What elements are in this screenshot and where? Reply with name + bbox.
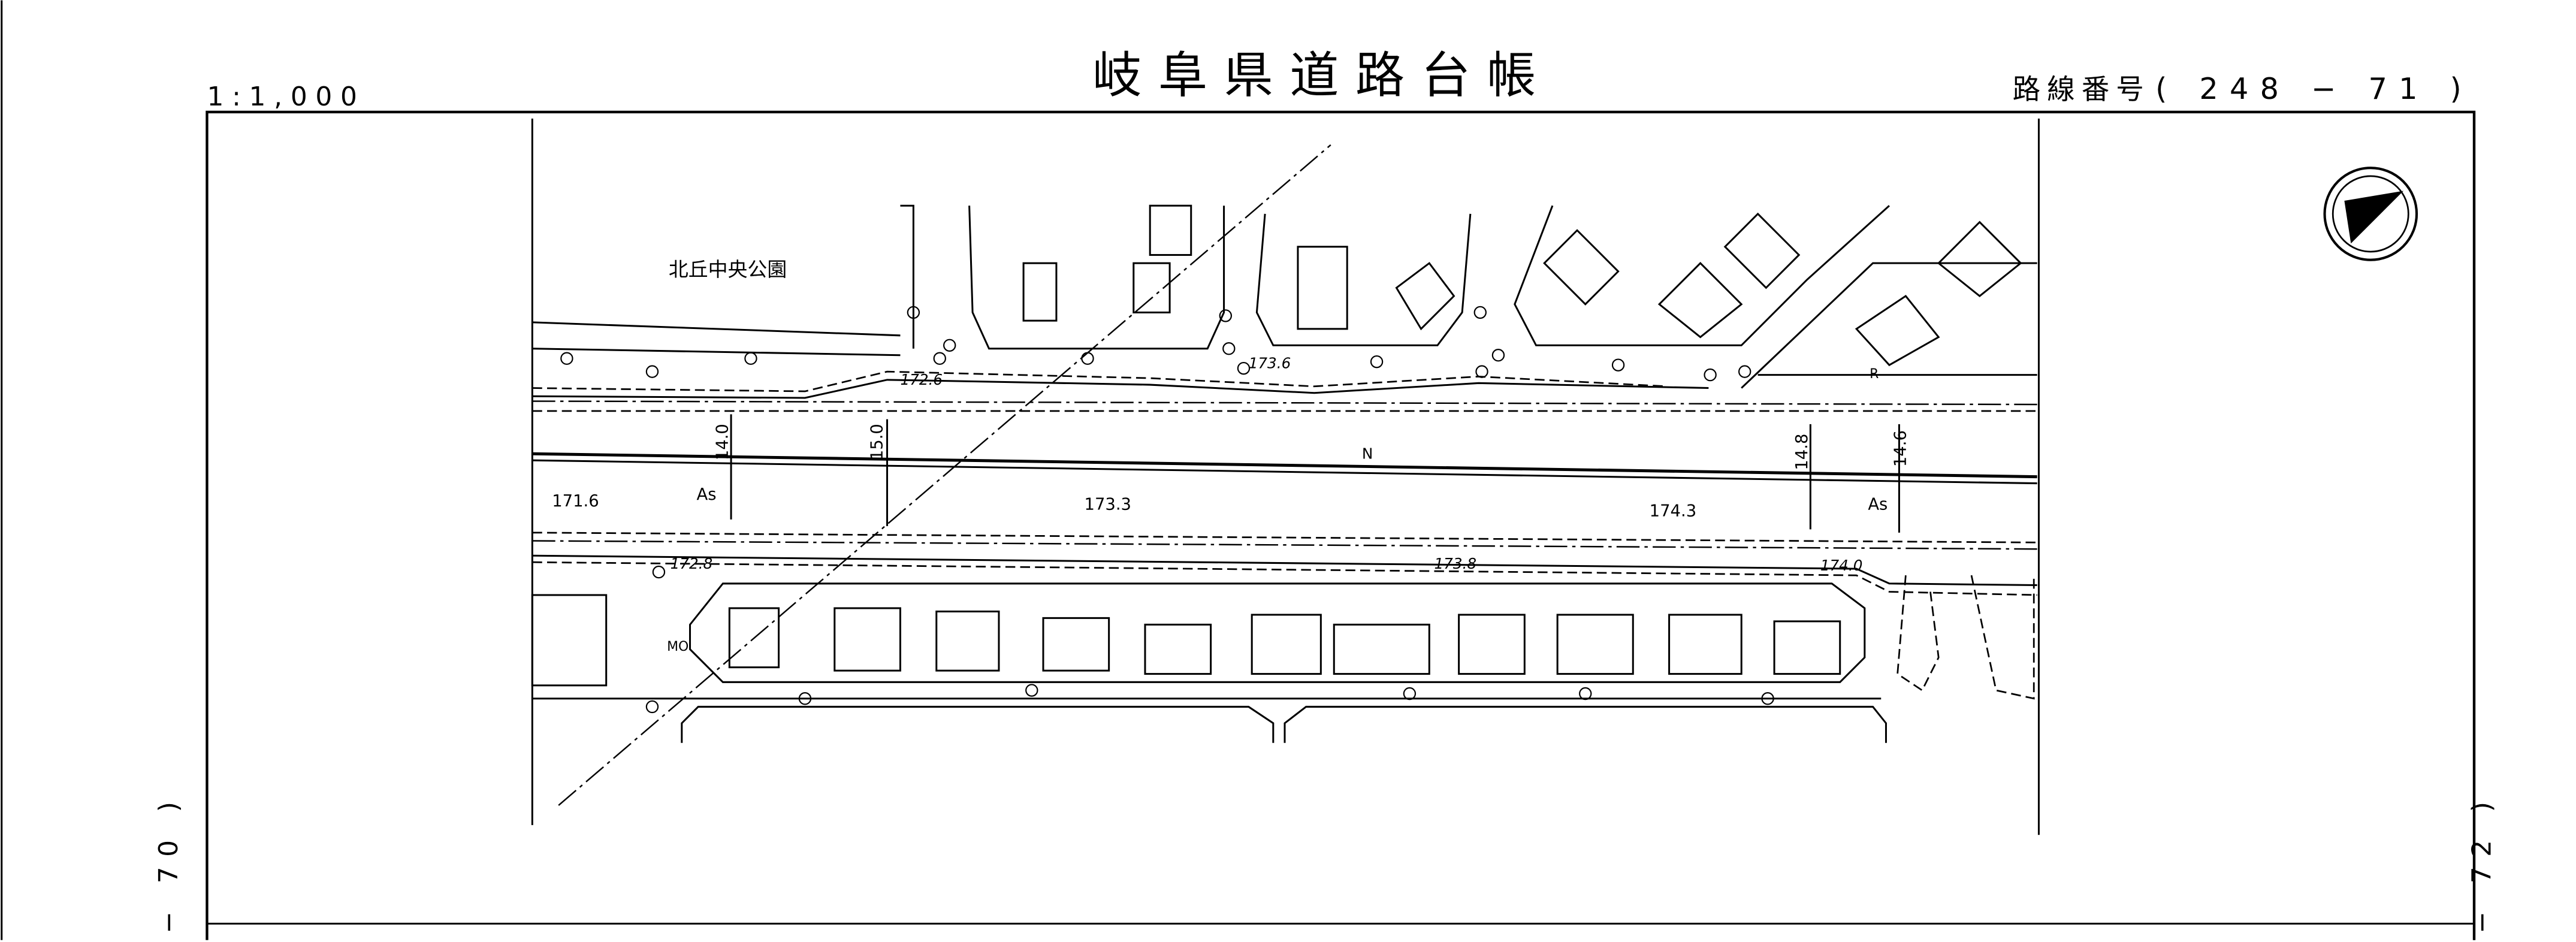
map-label-mo: MO	[667, 639, 688, 654]
adjacent-sheet-left: − 70 )	[153, 792, 184, 934]
north-arrow-icon	[2323, 167, 2418, 261]
buildings-north	[532, 204, 2037, 389]
buildings-south	[531, 575, 2035, 743]
elevation-label: 174.0	[1820, 557, 1863, 574]
elevation-label: 173.6	[1249, 355, 1291, 372]
road-lines	[532, 144, 2037, 806]
elevation-label: 173.8	[1435, 555, 1477, 572]
map-frame	[206, 110, 2476, 940]
page-title: 岐阜県道路台帳	[1092, 47, 1553, 104]
road-width-label: 14.0	[714, 424, 732, 460]
map-label-r: R	[1870, 367, 1879, 382]
elevation-label: 172.6	[900, 371, 943, 388]
adjacent-sheet-right: − 72 )	[2466, 792, 2497, 934]
road-width-label: 14.8	[1793, 434, 1811, 470]
utility-pole-icons	[560, 306, 1774, 714]
road-width-label: 14.6	[1891, 430, 1910, 467]
pavement-label: As	[1868, 495, 1888, 514]
park-name: 北丘中央公園	[669, 258, 787, 281]
elevation-label: 171.6	[552, 492, 599, 511]
centerline-label: N	[1362, 445, 1373, 462]
road-width-label: 15.0	[868, 424, 886, 460]
pavement-label: As	[696, 485, 716, 504]
scale-label: 1:1,000	[207, 81, 365, 112]
route-label: 路線番号	[2013, 73, 2151, 105]
elevation-label: 173.3	[1085, 495, 1131, 514]
elevation-label: 172.8	[671, 555, 713, 572]
elevation-label: 174.3	[1650, 502, 1696, 520]
route-number: ( 248 − 71 )	[2155, 71, 2473, 106]
